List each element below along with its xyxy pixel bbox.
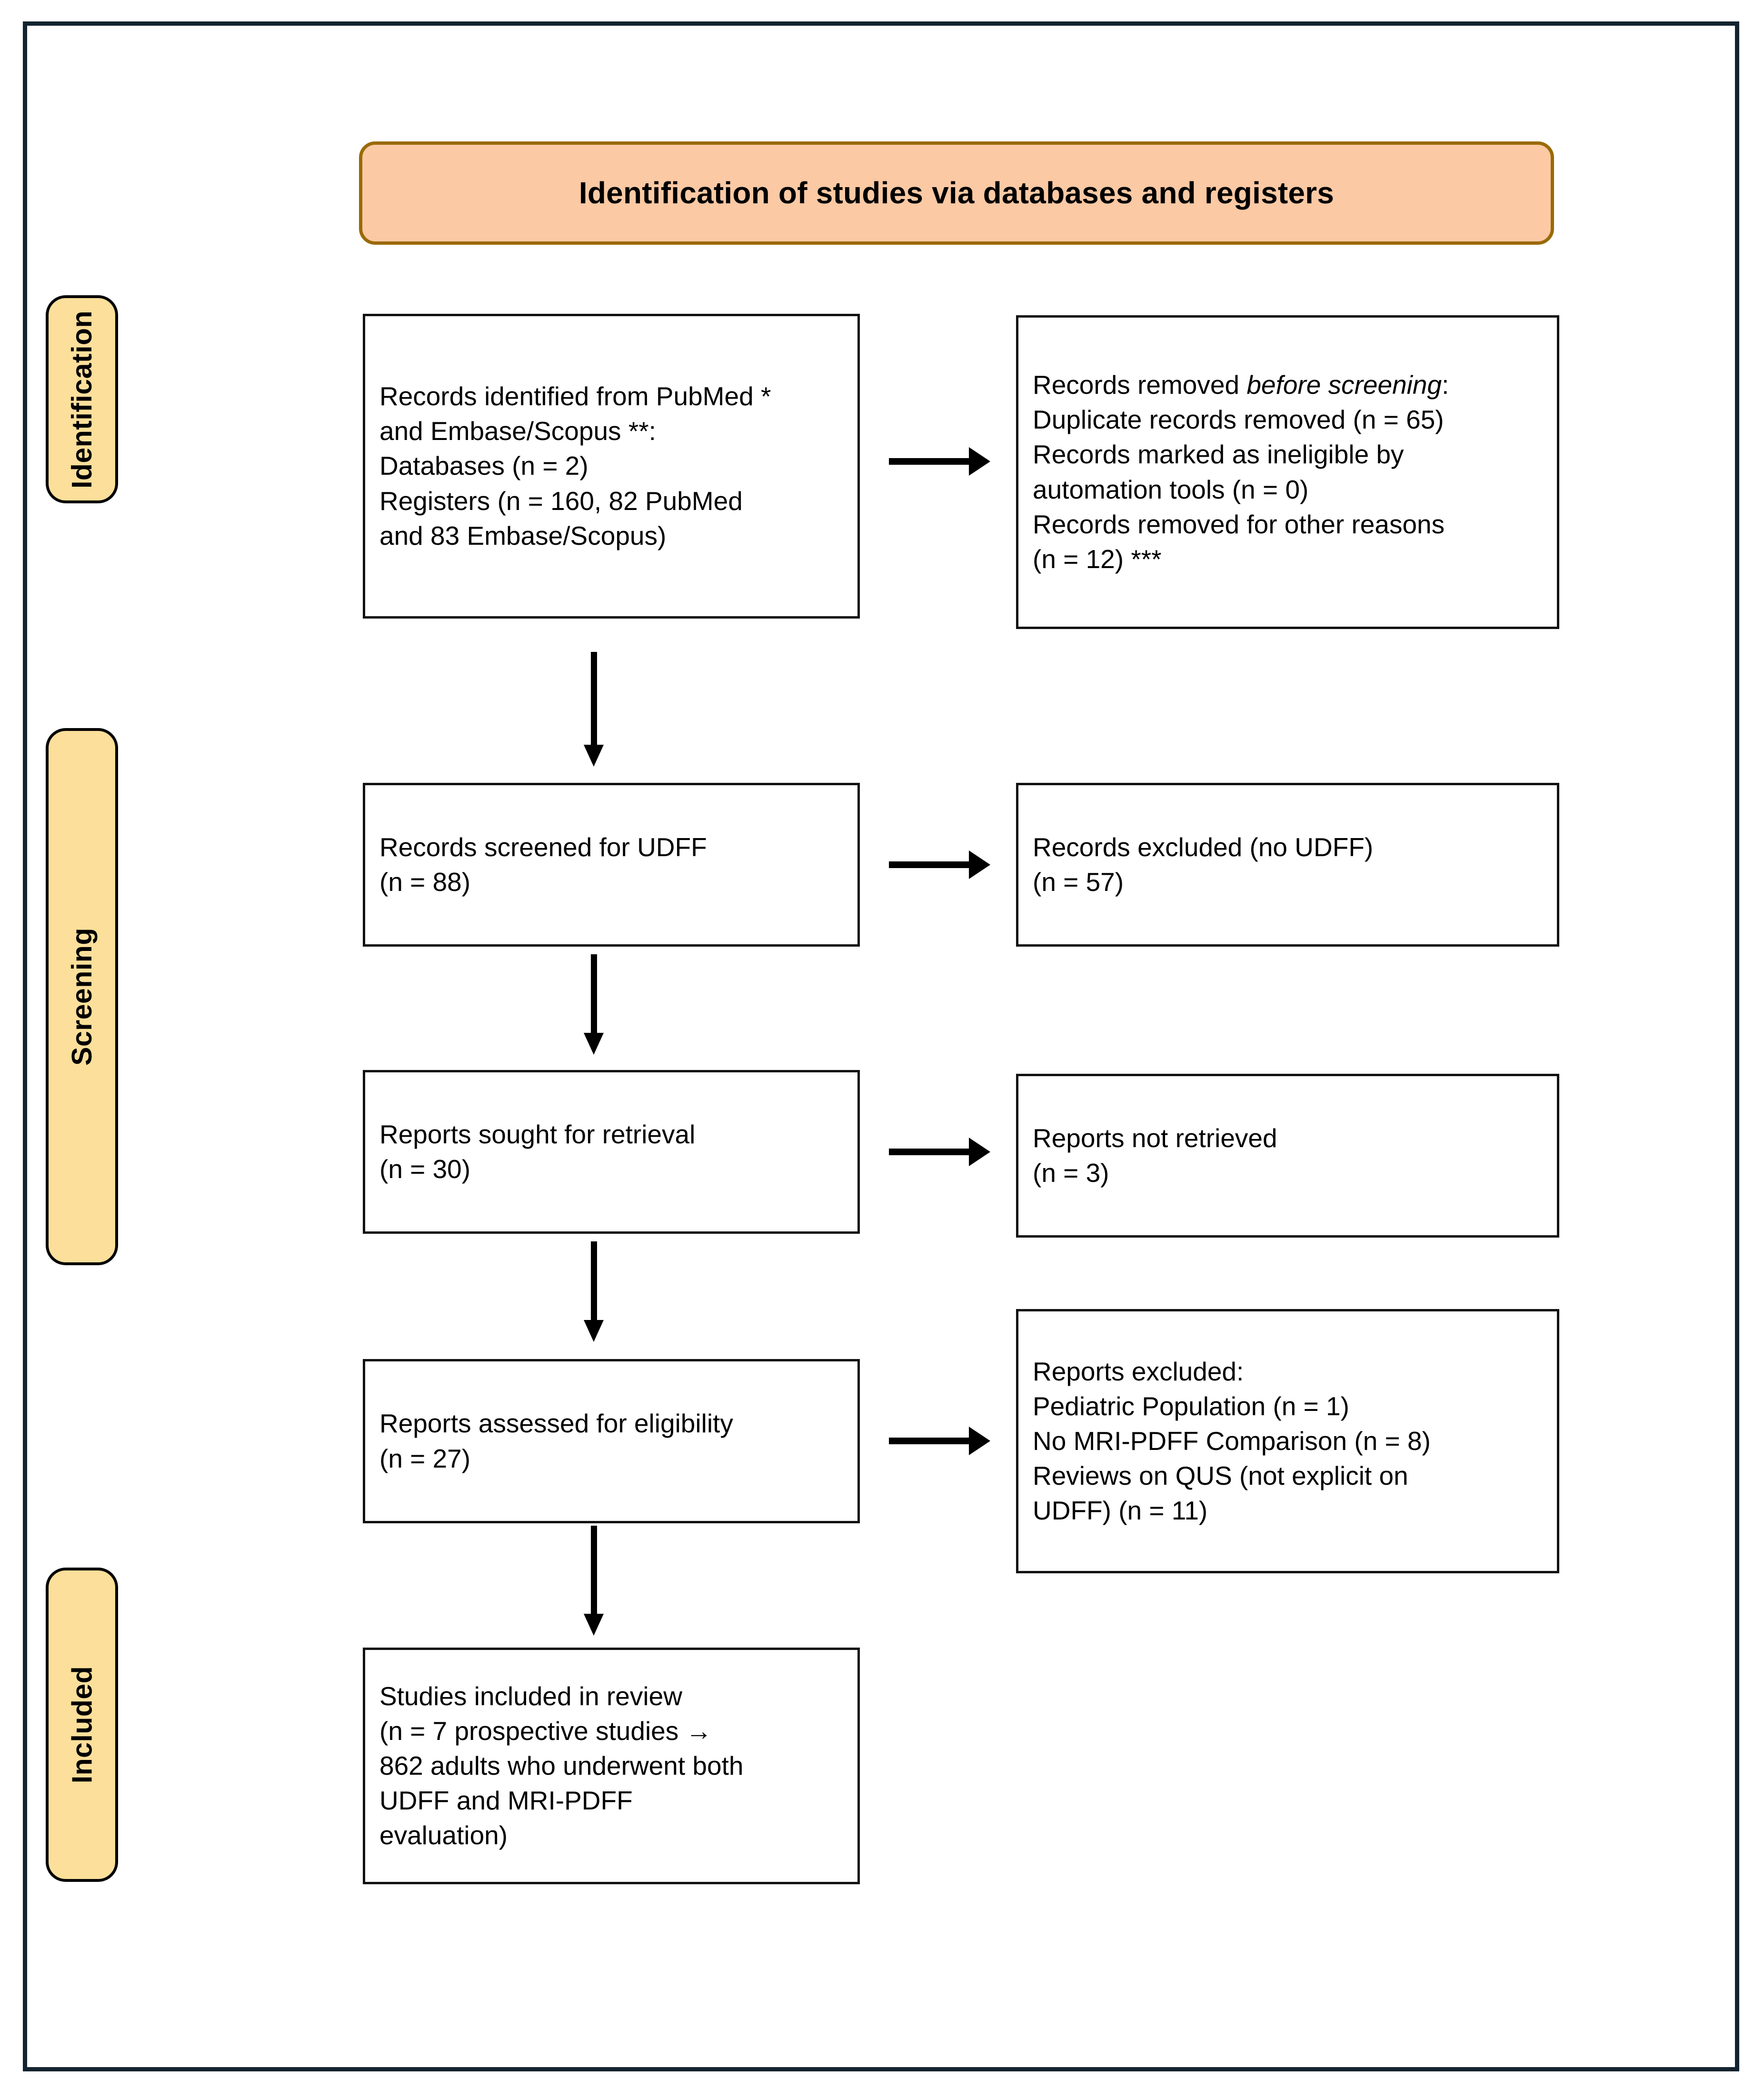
included-line-1: Studies included in review [379,1681,682,1711]
sought-line-2: (n = 30) [379,1154,471,1184]
arrow-right-identification-to-removed-head [969,447,990,476]
box-records-screened-text: Records screened for UDFF (n = 88) [365,830,857,900]
identified-line-2: and Embase/Scopus **: [379,416,656,446]
removed-line-3: Records marked as ineligible by [1033,440,1404,470]
reports-excluded-line-1: Reports excluded: [1033,1356,1244,1386]
box-records-removed-before-screening: Records removed before screening: Duplic… [1016,315,1559,629]
not-retrieved-line-2: (n = 3) [1033,1158,1109,1188]
stage-label-identification: Identification [66,310,98,489]
box-reports-excluded: Reports excluded: Pediatric Population (… [1016,1309,1559,1573]
box-records-identified: Records identified from PubMed * and Emb… [363,314,860,619]
removed-heading-prefix: Records removed [1033,370,1247,400]
arrow-down-screened-to-sought [591,954,597,1033]
box-records-removed-text: Records removed before screening: Duplic… [1018,368,1557,577]
assessed-line-1: Reports assessed for eligibility [379,1409,733,1439]
diagram-header-banner: Identification of studies via databases … [359,141,1554,245]
removed-line-2: Duplicate records removed (n = 65) [1033,405,1444,435]
removed-line-6: (n = 12) *** [1033,544,1162,574]
arrow-down-sought-to-assessed-head [584,1320,604,1342]
arrow-down-sought-to-assessed [591,1241,597,1320]
stage-label-screening: Screening [66,928,98,1066]
stage-pill-included: Included [46,1568,118,1882]
identified-line-1: Records identified from PubMed * [379,381,771,411]
removed-line-4: automation tools (n = 0) [1033,474,1309,504]
screened-line-2: (n = 88) [379,867,471,897]
identified-line-4: Registers (n = 160, 82 PubMed [379,486,743,516]
diagram-title: Identification of studies via databases … [578,176,1335,210]
removed-heading-italic: before screening [1246,370,1442,400]
reports-excluded-line-5: UDFF) (n = 11) [1033,1496,1208,1526]
arrow-down-identified-to-screened-head [584,745,604,767]
arrow-down-identified-to-screened [591,652,597,745]
stage-pill-screening: Screening [46,728,118,1265]
arrow-right-sought-to-not-retrieved [889,1149,969,1155]
arrow-right-assessed-to-excluded [889,1438,969,1444]
removed-heading-suffix: : [1442,370,1449,400]
box-reports-sought-retrieval: Reports sought for retrieval (n = 30) [363,1070,860,1234]
page-border: Identification of studies via databases … [23,21,1739,2071]
stage-label-included: Included [66,1666,98,1784]
box-records-identified-text: Records identified from PubMed * and Emb… [365,379,857,553]
sought-line-1: Reports sought for retrieval [379,1119,696,1149]
reports-excluded-line-4: Reviews on QUS (not explicit on [1033,1461,1408,1491]
removed-line-5: Records removed for other reasons [1033,509,1445,539]
excluded-no-udff-line-2: (n = 57) [1033,867,1124,897]
excluded-no-udff-line-1: Records excluded (no UDFF) [1033,832,1374,862]
arrow-right-screened-to-excluded-head [969,850,990,879]
stage-pill-identification: Identification [46,295,118,503]
not-retrieved-line-1: Reports not retrieved [1033,1123,1277,1153]
identified-line-5: and 83 Embase/Scopus) [379,520,667,550]
arrow-down-assessed-to-included-head [584,1614,604,1636]
box-reports-not-retrieved-text: Reports not retrieved (n = 3) [1018,1121,1557,1190]
box-studies-included-text: Studies included in review (n = 7 prospe… [365,1679,857,1853]
reports-excluded-line-2: Pediatric Population (n = 1) [1033,1391,1349,1421]
box-records-excluded-no-udff: Records excluded (no UDFF) (n = 57) [1016,783,1559,947]
box-records-screened: Records screened for UDFF (n = 88) [363,783,860,947]
screened-line-1: Records screened for UDFF [379,832,707,862]
removed-heading-line: Records removed before screening: [1033,370,1449,400]
included-line-2: (n = 7 prospective studies → [379,1716,712,1746]
arrow-down-screened-to-sought-head [584,1033,604,1055]
box-reports-assessed-eligibility-text: Reports assessed for eligibility (n = 27… [365,1406,857,1476]
box-reports-not-retrieved: Reports not retrieved (n = 3) [1016,1074,1559,1238]
included-line-4: UDFF and MRI-PDFF [379,1786,633,1816]
box-reports-excluded-text: Reports excluded: Pediatric Population (… [1018,1354,1557,1529]
box-reports-sought-retrieval-text: Reports sought for retrieval (n = 30) [365,1117,857,1187]
reports-excluded-line-3: No MRI-PDFF Comparison (n = 8) [1033,1426,1431,1456]
assessed-line-2: (n = 27) [379,1443,471,1473]
arrow-right-identification-to-removed [889,458,969,465]
arrow-right-assessed-to-excluded-head [969,1427,990,1455]
box-reports-assessed-eligibility: Reports assessed for eligibility (n = 27… [363,1359,860,1523]
included-line-5: evaluation) [379,1820,508,1850]
arrow-down-assessed-to-included [591,1526,597,1614]
arrow-right-screened-to-excluded [889,861,969,868]
included-line-3: 862 adults who underwent both [379,1750,744,1780]
identified-line-3: Databases (n = 2) [379,451,588,481]
arrow-right-sought-to-not-retrieved-head [969,1138,990,1166]
box-records-excluded-no-udff-text: Records excluded (no UDFF) (n = 57) [1018,830,1557,900]
box-studies-included-in-review: Studies included in review (n = 7 prospe… [363,1648,860,1884]
